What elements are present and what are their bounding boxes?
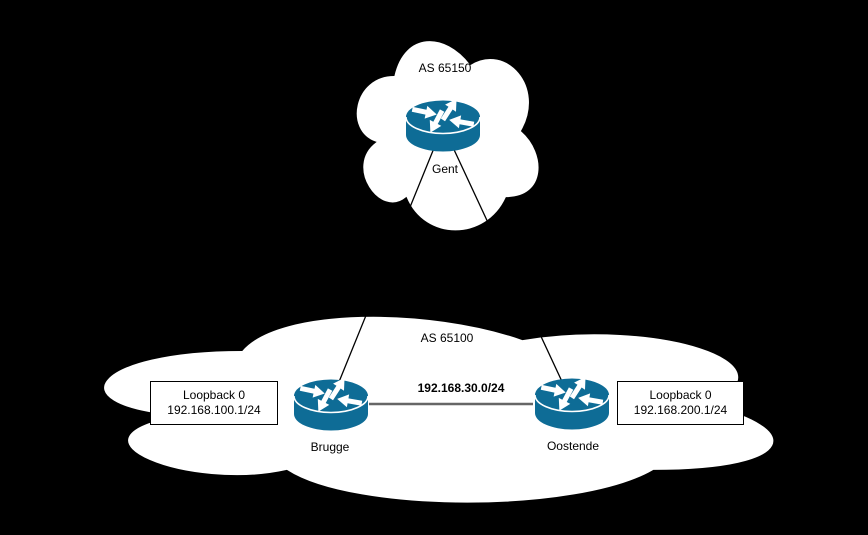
as-65100-label: AS 65100 [420, 331, 474, 345]
link-gent-oostende [442, 125, 573, 404]
loopback-box-brugge: Loopback 0 192.168.100.1/24 [150, 381, 278, 425]
link-gent-brugge [329, 125, 444, 405]
router-gent-label: Gent [431, 162, 459, 176]
loopback-brugge-line2: 192.168.100.1/24 [167, 403, 261, 417]
loopback-box-oostende: Loopback 0 192.168.200.1/24 [617, 381, 744, 425]
loopback-brugge-line1: Loopback 0 [182, 388, 246, 402]
router-oostende-label: Oostende [546, 439, 600, 453]
as-65150-label: AS 65150 [418, 61, 472, 75]
loopback-oostende-line1: Loopback 0 [649, 388, 712, 402]
loopback-oostende-line2: 192.168.200.1/24 [633, 403, 728, 417]
subnet-link-label: 192.168.30.0/24 [417, 381, 505, 395]
router-brugge-label: Brugge [310, 440, 350, 454]
